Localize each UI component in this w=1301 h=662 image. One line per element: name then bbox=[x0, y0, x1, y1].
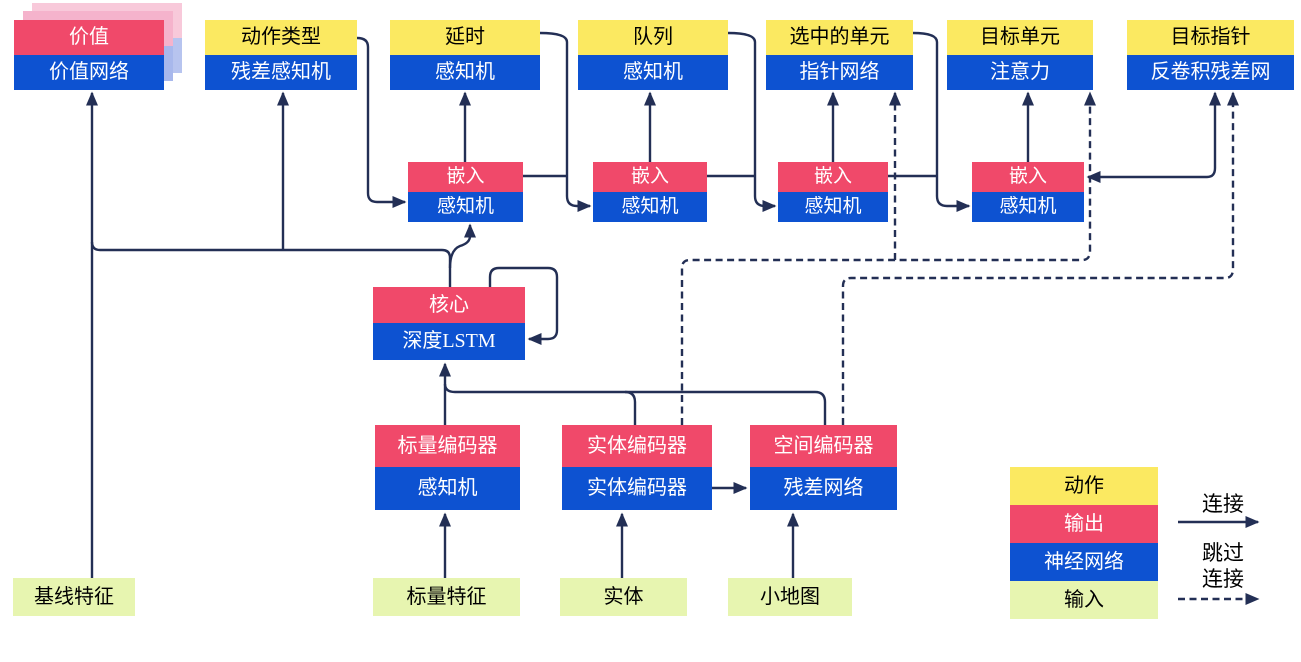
node-embed1: 嵌入 感知机 bbox=[408, 162, 523, 222]
embed2-output-label: 嵌入 bbox=[593, 162, 707, 192]
edge-spatialencoder-to-core-bus bbox=[443, 383, 827, 425]
node-action-type: 动作类型 残差感知机 bbox=[205, 20, 357, 90]
edge-entityencoder-to-core bbox=[624, 390, 637, 425]
node-target-point: 目标指针 反卷积残差网 bbox=[1127, 20, 1294, 90]
legend-action-swatch: 动作 bbox=[1010, 467, 1158, 505]
node-spatial-encoder: 空间编码器 残差网络 bbox=[750, 425, 897, 510]
node-embed3: 嵌入 感知机 bbox=[778, 162, 888, 222]
action-type-action-label: 动作类型 bbox=[205, 20, 357, 55]
target-point-network-label: 反卷积残差网 bbox=[1127, 55, 1294, 90]
input-baseline-features: 基线特征 bbox=[13, 578, 135, 616]
embed3-network-label: 感知机 bbox=[778, 192, 888, 222]
target-unit-network-label: 注意力 bbox=[947, 55, 1093, 90]
legend: 动作 输出 神经网络 输入 bbox=[1010, 467, 1158, 619]
embed1-network-label: 感知机 bbox=[408, 192, 523, 222]
edge-actiontype-to-embed1 bbox=[356, 36, 407, 208]
scalar-encoder-network-label: 感知机 bbox=[375, 467, 520, 510]
legend-output-swatch: 输出 bbox=[1010, 505, 1158, 543]
node-entity-encoder: 实体编码器 实体编码器 bbox=[562, 425, 712, 510]
queue-network-label: 感知机 bbox=[578, 55, 728, 90]
edge-core-output-bus bbox=[90, 241, 452, 287]
core-network-label: 深度LSTM bbox=[373, 323, 525, 360]
entity-encoder-output-label: 实体编码器 bbox=[562, 425, 712, 467]
input-minimap: 小地图 bbox=[728, 578, 852, 616]
legend-network-swatch: 神经网络 bbox=[1010, 543, 1158, 581]
legend-input-swatch: 输入 bbox=[1010, 581, 1158, 619]
entity-encoder-network-label: 实体编码器 bbox=[562, 467, 712, 510]
legend-connection-label: 连接 bbox=[1202, 492, 1244, 516]
legend-skip-connection-label: 跳过 连接 bbox=[1168, 540, 1278, 592]
delay-action-label: 延时 bbox=[390, 20, 540, 55]
embed4-network-label: 感知机 bbox=[972, 192, 1084, 222]
scalar-encoder-output-label: 标量编码器 bbox=[375, 425, 520, 467]
node-selected-units: 选中的单元 指针网络 bbox=[766, 20, 913, 90]
edge-core-to-embed1 bbox=[448, 223, 476, 269]
embed2-network-label: 感知机 bbox=[593, 192, 707, 222]
selected-units-network-label: 指针网络 bbox=[766, 55, 913, 90]
node-scalar-encoder: 标量编码器 感知机 bbox=[375, 425, 520, 510]
edge-delay-to-embed2 bbox=[539, 31, 592, 212]
embed1-output-label: 嵌入 bbox=[408, 162, 523, 192]
node-embed4: 嵌入 感知机 bbox=[972, 162, 1084, 222]
legend-skip-line1: 跳过 bbox=[1202, 541, 1244, 565]
node-target-unit: 目标单元 注意力 bbox=[947, 20, 1093, 90]
edge-embed4-to-targetpoint bbox=[1086, 91, 1221, 183]
input-scalar-features: 标量特征 bbox=[373, 578, 520, 616]
legend-skip-line2: 连接 bbox=[1202, 567, 1244, 591]
edge-queue-to-embed3 bbox=[727, 31, 777, 212]
queue-action-label: 队列 bbox=[578, 20, 728, 55]
node-value: 价值 价值网络 bbox=[14, 20, 164, 90]
value-network-label: 价值网络 bbox=[14, 55, 164, 90]
node-delay: 延时 感知机 bbox=[390, 20, 540, 90]
core-output-label: 核心 bbox=[373, 287, 525, 323]
spatial-encoder-output-label: 空间编码器 bbox=[750, 425, 897, 467]
embed4-output-label: 嵌入 bbox=[972, 162, 1084, 192]
target-point-action-label: 目标指针 bbox=[1127, 20, 1294, 55]
embed3-output-label: 嵌入 bbox=[778, 162, 888, 192]
skip-spatialencoder-to-targetpoint bbox=[841, 91, 1239, 425]
delay-network-label: 感知机 bbox=[390, 55, 540, 90]
node-core: 核心 深度LSTM bbox=[373, 287, 525, 360]
edge-core-self-loop bbox=[488, 266, 559, 345]
selected-units-action-label: 选中的单元 bbox=[766, 20, 913, 55]
input-entities: 实体 bbox=[560, 578, 687, 616]
value-output-label: 价值 bbox=[14, 20, 164, 55]
node-queue: 队列 感知机 bbox=[578, 20, 728, 90]
edge-selectedunits-to-embed4 bbox=[912, 31, 971, 212]
action-type-network-label: 残差感知机 bbox=[205, 55, 357, 90]
spatial-encoder-network-label: 残差网络 bbox=[750, 467, 897, 510]
node-embed2: 嵌入 感知机 bbox=[593, 162, 707, 222]
target-unit-action-label: 目标单元 bbox=[947, 20, 1093, 55]
